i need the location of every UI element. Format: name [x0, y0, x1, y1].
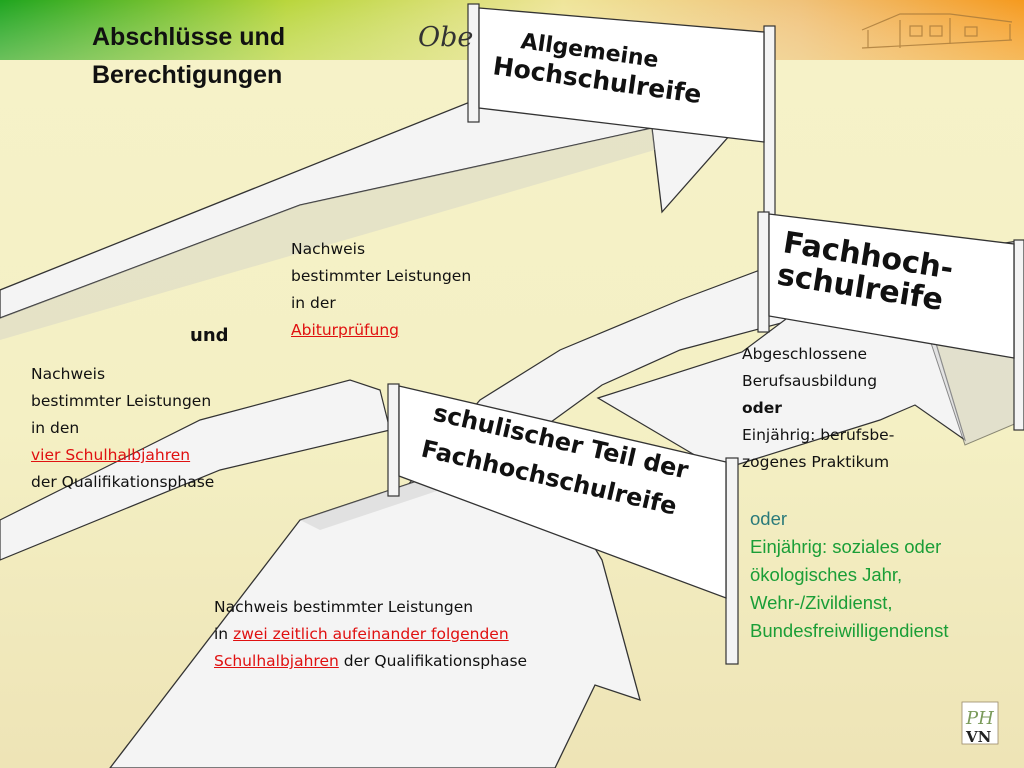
halbjahre-line1: Nachweis	[31, 365, 106, 383]
green-oder: oder	[750, 508, 788, 529]
ausbildung-line2: Berufsausbildung	[742, 372, 878, 390]
abiturpruefung-link[interactable]: Abiturprüfung	[291, 321, 400, 339]
ausbildung-line5: zogenes Praktikum	[742, 453, 890, 471]
vier-schulhalbjahren-link[interactable]: vier Schulhalbjahren	[31, 446, 191, 464]
abitur-line1: Nachweis	[291, 240, 366, 258]
school-logo: PH VN	[961, 701, 999, 746]
road-bottom-arrow	[109, 479, 641, 768]
abitur-line2: bestimmter Leistungen	[291, 267, 472, 285]
schulhalbjahren-link[interactable]: Schulhalbjahren	[214, 652, 339, 670]
page-title-line2: Berechtigungen	[92, 61, 283, 89]
sign-banner	[478, 7, 765, 143]
road-bottom-shade	[300, 480, 440, 530]
ausbildung-oder: oder	[742, 399, 782, 417]
sign-allgemeine-hochschulreife: Allgemeine Hochschulreife	[467, 3, 776, 217]
text-block-alternativen: oder Einjährig: soziales oder ökologisch…	[750, 505, 948, 645]
halbjahre-line5: der Qualifikationsphase	[31, 473, 215, 491]
sign-banner	[398, 385, 727, 599]
page-title-line1: Abschlüsse und	[92, 23, 286, 51]
text-block-abiturpruefung: Nachweis bestimmter Leistungen in der Ab…	[291, 236, 471, 344]
road-allgemeine-shade	[0, 128, 655, 340]
sign-post-right	[763, 25, 776, 217]
school-name-fragment: Obe	[418, 22, 473, 53]
halbjahre-line3: in den	[31, 419, 80, 437]
zwei-post: der Qualifikationsphase	[338, 652, 528, 670]
sign-fachhochschulreife: Fachhoch- schulreife	[757, 211, 1024, 431]
green-line4: Wehr-/Zivildienst,	[750, 592, 893, 613]
green-line2: Einjährig: soziales oder	[750, 536, 942, 557]
text-block-berufsausbildung: Abgeschlossene Berufsausbildung oder Ein…	[742, 341, 894, 476]
sign-post-right	[725, 457, 739, 665]
zwei-zeitlich-link[interactable]: zwei zeitlich aufeinander folgenden	[233, 625, 509, 643]
school-building-sketch	[861, 13, 1013, 49]
road-schulischer-teil	[0, 379, 391, 561]
sign-post-left	[757, 211, 770, 333]
zwei-pre: in	[214, 625, 234, 643]
green-line5: Bundesfreiwilligendienst	[750, 620, 949, 641]
abitur-line3: in der	[291, 294, 336, 312]
sign-banner	[768, 213, 1015, 359]
halbjahre-line2: bestimmter Leistungen	[31, 392, 212, 410]
logo-letters-top: PH	[965, 708, 994, 729]
page-title: Abschlüsse und Berechtigungen	[92, 18, 285, 94]
sign-post-right	[1013, 239, 1024, 431]
text-block-zwei-halbjahre: Nachweis bestimmter Leistungen in zwei z…	[214, 594, 527, 675]
und-label: und	[190, 325, 229, 346]
ausbildung-line1: Abgeschlossene	[742, 345, 868, 363]
sign-post-left	[387, 383, 400, 497]
green-line3: ökologisches Jahr,	[750, 564, 903, 585]
ausbildung-line4: Einjährig: berufsbe-	[742, 426, 895, 444]
zwei-line1: Nachweis bestimmter Leistungen	[214, 598, 474, 616]
logo-letters-bottom: VN	[965, 728, 992, 746]
text-block-vier-schulhalbjahre: Nachweis bestimmter Leistungen in den vi…	[31, 361, 214, 496]
